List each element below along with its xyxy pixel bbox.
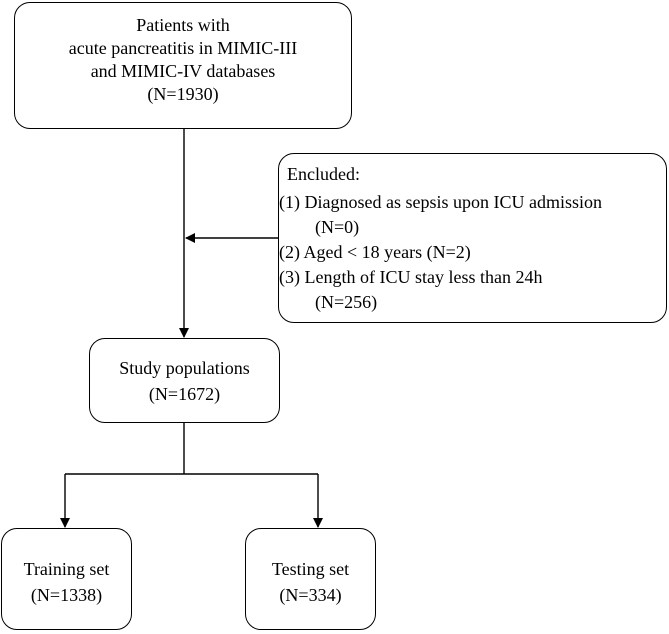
exclusion-item-1-count: (N=0) [315,217,360,237]
study-count: (N=1672) [148,384,221,404]
training-set-box: Training set (N=1338) [1,528,132,630]
exclusion-criteria-box: Encluded: (1) Diagnosed as sepsis upon I… [278,153,667,323]
training-count: (N=1338) [30,585,103,605]
exclusion-item-3-count: (N=256) [315,292,378,312]
exclusion-item-1: (1) Diagnosed as sepsis upon ICU admissi… [279,192,602,212]
exclusion-header: Encluded: [287,164,360,184]
source-count: (N=1930) [147,84,219,104]
exclusion-item-2: (2) Aged < 18 years (N=2) [279,242,471,262]
study-label: Study populations [119,358,250,378]
source-population-box: Patients with acute pancreatitis in MIMI… [14,2,352,129]
source-line-3: and MIMIC-IV databases [90,61,276,81]
study-population-box: Study populations (N=1672) [89,338,280,423]
source-line-2: acute pancreatitis in MIMIC-III [68,38,298,58]
exclusion-item-3: (3) Length of ICU stay less than 24h [279,267,543,287]
testing-label: Testing set [271,559,350,579]
testing-set-box: Testing set (N=334) [245,528,376,630]
source-line-1: Patients with [136,15,230,35]
training-label: Training set [23,559,110,579]
testing-count: (N=334) [279,585,342,605]
